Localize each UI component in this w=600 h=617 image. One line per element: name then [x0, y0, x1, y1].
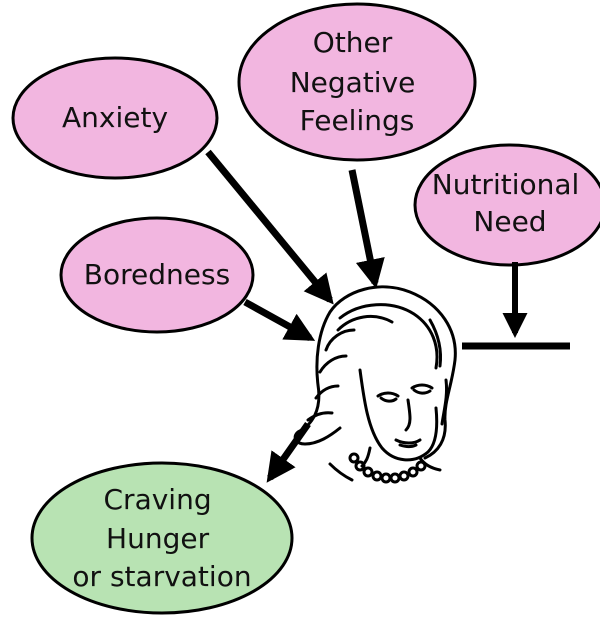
boredness-arrow — [245, 302, 310, 338]
anxiety-label: Anxiety — [62, 101, 168, 134]
craving-arrow — [270, 424, 308, 478]
other-feelings-arrow — [352, 170, 375, 283]
boredness-label: Boredness — [84, 258, 230, 291]
woman-face-icon — [295, 287, 455, 482]
